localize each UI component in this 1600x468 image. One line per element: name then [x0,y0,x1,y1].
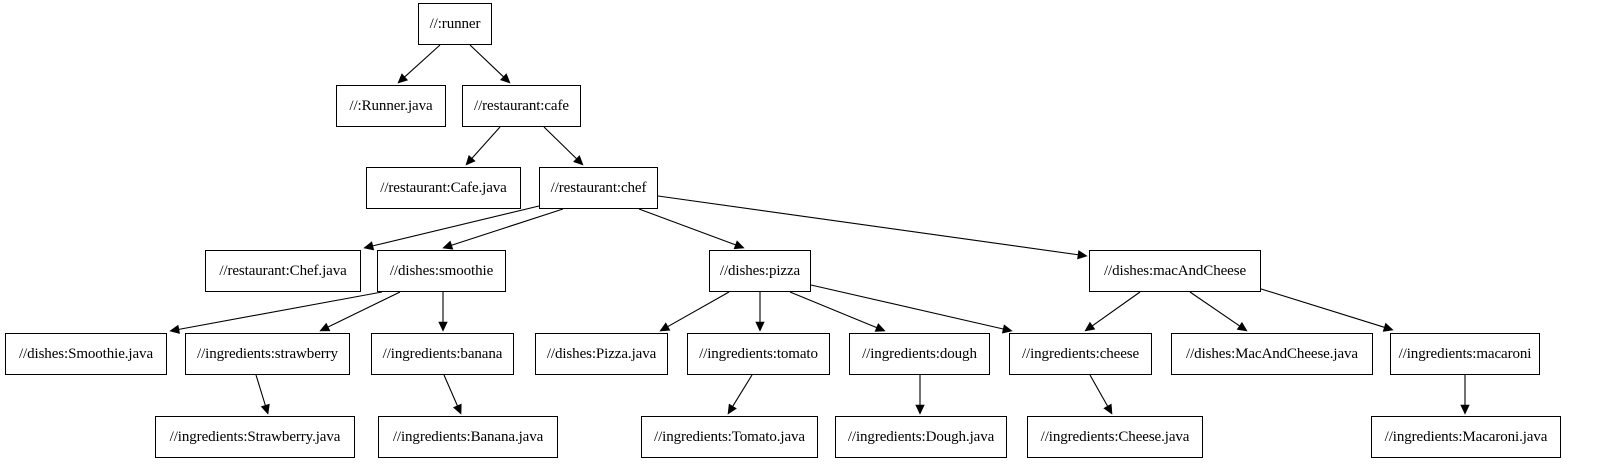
graph-node-label: //ingredients:tomato [699,345,818,362]
graph-edge-arrowhead-ing_tomato-to-tomato_java [727,403,737,415]
graph-edge-arrowhead-dishes_mac-to-ing_cheese [1084,321,1096,332]
graph-node-label: //restaurant:Cafe.java [380,179,507,196]
graph-node-runner_java[interactable]: //:Runner.java [336,85,446,127]
graph-node-label: //ingredients:Tomato.java [654,428,805,445]
graph-node-ing_macaroni[interactable]: //ingredients:macaroni [1390,333,1540,375]
graph-node-cheese_java[interactable]: //ingredients:Cheese.java [1027,416,1203,458]
graph-node-label: //ingredients:banana [382,345,503,362]
graph-node-ing_dough[interactable]: //ingredients:dough [849,333,990,375]
graph-edge-arrowhead-dishes_smoothie-to-ing_strawberry [319,322,331,332]
graph-edge-arrowhead-dishes_mac-to-ing_macaroni [1382,322,1394,332]
graph-edge-arrowhead-ing_dough-to-dough_java [915,404,925,415]
graph-edge-arrowhead-restaurant_chef-to-dishes_pizza [733,240,745,250]
graph-edge-dishes_mac-to-ing_macaroni [1257,287,1385,328]
graph-node-label: //ingredients:Cheese.java [1040,428,1190,445]
graph-edge-arrowhead-dishes_smoothie-to-smoothie_java [169,324,180,334]
graph-edge-ing_banana-to-banana_java [443,374,458,406]
graph-edge-arrowhead-dishes_mac-to-mac_java [1236,321,1248,332]
graph-edge-arrowhead-runner-to-restaurant_cafe [500,73,511,84]
graph-node-label: //ingredients:dough [862,345,977,362]
graph-node-cafe_java[interactable]: //restaurant:Cafe.java [366,167,521,209]
graph-node-label: //restaurant:cafe [474,97,569,114]
graph-node-label: //ingredients:Banana.java [392,428,544,445]
graph-node-label: //ingredients:Strawberry.java [169,428,341,445]
graph-edge-dishes_smoothie-to-smoothie_java [178,291,383,330]
graph-edge-arrowhead-dishes_smoothie-to-ing_banana [438,321,448,332]
graph-edge-dishes_pizza-to-ing_cheese [810,284,1004,330]
graph-node-label: //ingredients:Dough.java [847,428,995,445]
graph-node-macaroni_java[interactable]: //ingredients:Macaroni.java [1371,416,1561,458]
graph-node-dishes_smoothie[interactable]: //dishes:smoothie [377,250,506,292]
graph-node-label: //dishes:Pizza.java [546,345,657,362]
graph-edge-arrowhead-dishes_pizza-to-ing_cheese [1001,324,1013,334]
graph-edge-arrowhead-restaurant_cafe-to-cafe_java [465,154,476,166]
graph-node-strawberry_java[interactable]: //ingredients:Strawberry.java [155,416,355,458]
graph-edge-restaurant_chef-to-dishes_mac [657,195,1079,256]
graph-edge-arrowhead-ing_banana-to-banana_java [453,403,462,415]
graph-node-ing_tomato[interactable]: //ingredients:tomato [687,333,830,375]
graph-edge-arrowhead-ing_macaroni-to-macaroni_java [1460,404,1470,415]
graph-node-dough_java[interactable]: //ingredients:Dough.java [835,416,1007,458]
graph-edge-arrowhead-dishes_pizza-to-pizza_java [659,322,671,332]
graph-edge-dishes_pizza-to-ing_dough [789,291,877,329]
graph-node-restaurant_cafe[interactable]: //restaurant:cafe [462,85,581,127]
graph-edge-runner-to-runner_java [404,44,441,78]
graph-node-label: //:runner [429,15,481,32]
graph-edge-arrowhead-dishes_pizza-to-ing_dough [874,323,886,332]
graph-edge-dishes_smoothie-to-ing_strawberry [327,291,401,328]
graph-node-ing_cheese[interactable]: //ingredients:cheese [1009,333,1152,375]
graph-edge-dishes_mac-to-mac_java [1189,291,1240,327]
graph-node-label: //:Runner.java [349,97,433,114]
graph-node-ing_banana[interactable]: //ingredients:banana [371,333,514,375]
graph-edge-arrowhead-restaurant_chef-to-chef_java [363,241,375,251]
graph-edge-runner-to-restaurant_cafe [469,44,504,78]
graph-node-mac_java[interactable]: //dishes:MacAndCheese.java [1171,333,1373,375]
graph-node-label: //dishes:pizza [719,262,801,279]
graph-node-chef_java[interactable]: //restaurant:Chef.java [205,250,361,292]
graph-node-dishes_mac[interactable]: //dishes:macAndCheese [1089,250,1261,292]
graph-edge-ing_strawberry-to-strawberry_java [255,374,266,406]
graph-node-label: //ingredients:macaroni [1398,345,1532,362]
graph-edge-restaurant_chef-to-chef_java [372,205,540,247]
graph-edge-arrowhead-ing_cheese-to-cheese_java [1103,403,1113,415]
graph-node-pizza_java[interactable]: //dishes:Pizza.java [535,333,668,375]
graph-node-label: //ingredients:Macaroni.java [1384,428,1548,445]
graph-node-banana_java[interactable]: //ingredients:Banana.java [378,416,558,458]
graph-edge-arrowhead-restaurant_chef-to-dishes_smoothie [442,240,454,250]
graph-edge-arrowhead-dishes_pizza-to-ing_tomato [755,321,765,332]
graph-edge-arrowhead-runner-to-runner_java [397,73,409,84]
graph-edge-dishes_mac-to-ing_cheese [1092,291,1141,327]
graph-edge-restaurant_cafe-to-cafe_java [471,126,501,159]
graph-node-label: //dishes:macAndCheese [1103,262,1247,279]
graph-node-label: //restaurant:Chef.java [219,262,347,279]
graph-node-runner[interactable]: //:runner [418,3,492,45]
graph-edge-restaurant_chef-to-dishes_smoothie [451,208,564,246]
graph-node-label: //dishes:smoothie [389,262,494,279]
graph-edge-dishes_pizza-to-pizza_java [667,291,730,328]
graph-edge-restaurant_cafe-to-restaurant_chef [543,126,577,160]
graph-node-label: //dishes:Smoothie.java [18,345,154,362]
graph-edge-restaurant_chef-to-dishes_pizza [638,208,736,246]
graph-node-dishes_pizza[interactable]: //dishes:pizza [709,250,811,292]
graph-edge-ing_cheese-to-cheese_java [1089,374,1109,407]
graph-node-label: //ingredients:cheese [1021,345,1140,362]
graph-node-smoothie_java[interactable]: //dishes:Smoothie.java [5,333,167,375]
graph-node-restaurant_chef[interactable]: //restaurant:chef [539,167,658,209]
graph-node-label: //ingredients:strawberry [197,345,338,362]
graph-edge-arrowhead-restaurant_chef-to-dishes_mac [1077,250,1088,260]
graph-node-label: //restaurant:chef [550,179,647,196]
graph-node-tomato_java[interactable]: //ingredients:Tomato.java [641,416,818,458]
graph-node-ing_strawberry[interactable]: //ingredients:strawberry [185,333,350,375]
graph-edge-arrowhead-restaurant_cafe-to-restaurant_chef [573,155,584,166]
graph-edge-ing_tomato-to-tomato_java [732,374,753,407]
graph-edge-arrowhead-ing_strawberry-to-strawberry_java [260,403,270,415]
graph-node-label: //dishes:MacAndCheese.java [1186,345,1358,362]
